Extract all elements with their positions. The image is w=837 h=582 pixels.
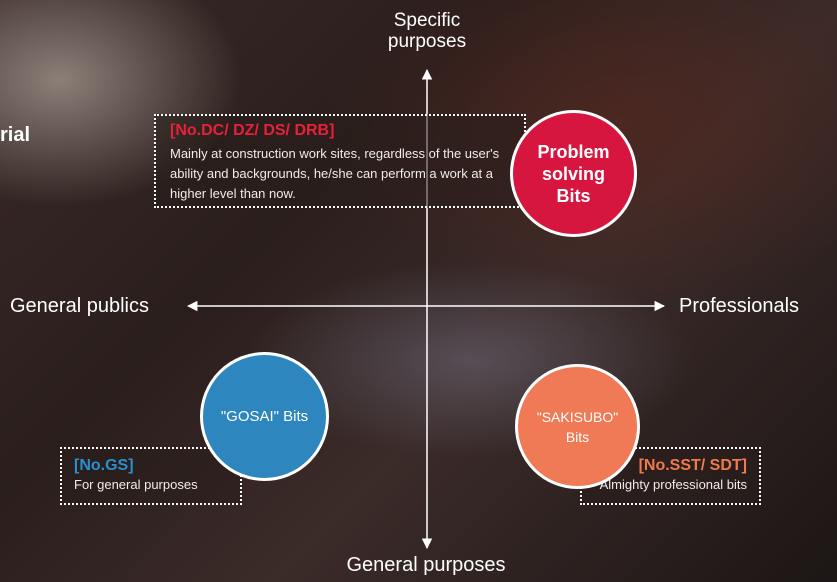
circle-problem-solving-bits: Problem solving Bits: [510, 110, 637, 237]
axis-label-top-line2: purposes: [387, 31, 467, 52]
info-box-dc-title: [No.DC/ DZ/ DS/ DRB]: [170, 122, 335, 139]
circle-sakisubo-bits: "SAKISUBO" Bits: [515, 364, 640, 489]
info-box-dc-desc: Mainly at construction work sites, regar…: [170, 146, 500, 201]
info-box-gs: [No.GS] For general purposes: [60, 447, 242, 505]
axis-label-top: Specific purposes: [360, 10, 494, 52]
axis-label-top-line1: Specific: [393, 10, 461, 31]
axis-label-right: Professionals: [679, 295, 800, 317]
circle-saki-line2: Bits: [565, 428, 590, 445]
axis-label-left: General publics: [10, 295, 149, 317]
circle-gosai-bits: "GOSAI" Bits: [200, 352, 329, 481]
axis-label-bottom: General purposes: [346, 554, 506, 576]
partial-heading-text: rial: [0, 124, 31, 146]
circle-saki-line1: "SAKISUBO": [536, 408, 619, 425]
info-box-gs-title: [No.GS]: [74, 457, 134, 474]
circle-problem-line3: Bits: [556, 185, 591, 206]
circle-gosai-label: "GOSAI" Bits: [220, 408, 309, 425]
circle-problem-line2: solving: [541, 163, 605, 184]
info-box-dc: [No.DC/ DZ/ DS/ DRB] Mainly at construct…: [154, 114, 526, 208]
info-box-gs-desc: For general purposes: [74, 477, 198, 492]
circle-problem-line1: Problem: [537, 141, 610, 162]
info-box-sst-title: [No.SST/ SDT]: [638, 457, 747, 474]
info-box-sst-desc: Almighty professional bits: [599, 477, 747, 492]
